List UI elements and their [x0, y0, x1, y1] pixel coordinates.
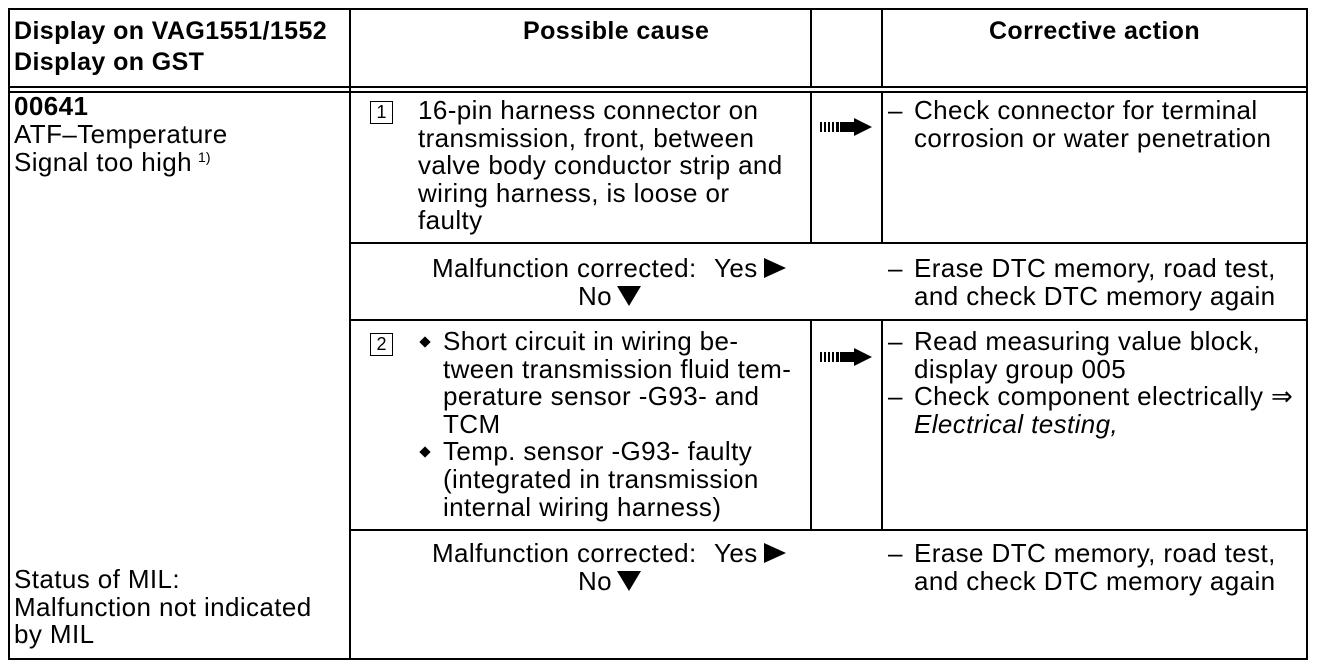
- cause-bullet-item: Temp. sensor -G93- faulty (integrated in…: [419, 436, 791, 522]
- fault-name-line: ATF–Temperature: [14, 119, 228, 149]
- cause-bullet-item: Short circuit in wiring be- tween transm…: [419, 326, 792, 439]
- column-divider-arrow-left-step2: [810, 319, 812, 531]
- diamond-bullet-icon: [419, 446, 431, 459]
- fault-name-text: Signal too high: [14, 147, 193, 177]
- check-label: Malfunction corrected:: [432, 253, 697, 283]
- action-line: Read measuring value block,: [914, 326, 1261, 356]
- striped-arrow-right-icon: [820, 118, 872, 136]
- action-line: Check component electrically ⇒: [914, 381, 1294, 412]
- cause-line: faulty: [418, 205, 483, 236]
- triangle-down-icon: [617, 571, 641, 591]
- cause-line: valve body conductor strip and: [418, 150, 783, 181]
- mil-status-line: by MIL: [14, 619, 95, 649]
- action-line: Check connector for terminal: [914, 95, 1258, 125]
- action-dash: –: [888, 326, 903, 356]
- column-divider-arrow-left-step1: [810, 91, 812, 244]
- row-divider-step1: [349, 242, 1308, 244]
- table-border-left: [8, 8, 10, 660]
- step-1-cause: 16-pin harness connector on transmission…: [418, 95, 783, 236]
- cause-line: Short circuit in wiring be-: [443, 326, 739, 356]
- table-border-top: [8, 8, 1308, 10]
- column-divider-display: [349, 8, 351, 660]
- check-no: No: [578, 281, 613, 311]
- check-label: Malfunction corrected:: [432, 538, 697, 568]
- action-item: – Erase DTC memory, road test, and check…: [888, 539, 1276, 595]
- column-divider-arrow-right-step2: [881, 319, 883, 531]
- mil-status-line: Malfunction not indicated: [14, 591, 312, 622]
- footnote-marker: 1): [198, 149, 211, 165]
- action-dash: –: [888, 253, 903, 283]
- header-display-line: Display on GST: [14, 48, 205, 76]
- action-dash: –: [888, 95, 903, 125]
- mil-status-cell: Status of MIL: Malfunction not indicated…: [14, 564, 312, 649]
- cause-line: Temp. sensor -G93- faulty: [443, 436, 753, 467]
- triangle-right-icon: [764, 258, 786, 278]
- fault-name-line: Signal too high 1): [14, 148, 228, 180]
- column-divider-arrow-right-header: [881, 8, 883, 88]
- action-item: – Read measuring value block, display gr…: [888, 326, 1293, 384]
- cause-line: wiring harness, is loose or: [418, 177, 730, 208]
- cause-line: (integrated in transmission: [443, 463, 759, 494]
- row-divider-step2: [349, 529, 1308, 531]
- cause-line: tween transmission fluid tem-: [443, 353, 792, 384]
- header-corrective-action: Corrective action: [988, 17, 1201, 45]
- cause-line: transmission, front, between: [418, 122, 755, 153]
- action-item: – Check connector for terminal corrosion…: [888, 95, 1272, 153]
- action-item: – Erase DTC memory, road test, and check…: [888, 254, 1276, 310]
- action-line: and check DTC memory again: [914, 566, 1276, 596]
- striped-arrow-right-icon: [820, 348, 872, 366]
- header-possible-cause: Possible cause: [523, 17, 710, 45]
- electrical-testing-reference: Electrical testing,: [914, 408, 1119, 439]
- table-border-right: [1306, 8, 1308, 660]
- action-line: display group 005: [914, 353, 1127, 384]
- diamond-bullet-icon: [419, 336, 431, 348]
- action-dash: –: [888, 381, 903, 412]
- action-line: corrosion or water penetration: [914, 122, 1272, 153]
- action-dash: –: [888, 538, 903, 568]
- header-rule-lower: [8, 91, 1308, 93]
- mil-status-line: Status of MIL:: [14, 564, 181, 594]
- row-divider-check1: [349, 319, 1308, 321]
- step-2-cause: Short circuit in wiring be- tween transm…: [419, 326, 792, 522]
- header-display-cell: Display on VAG1551/1552 Display on GST: [14, 16, 327, 78]
- step-number-box: 2: [370, 333, 393, 356]
- check-1-actions: – Erase DTC memory, road test, and check…: [888, 254, 1276, 310]
- cause-line: internal wiring harness): [443, 491, 722, 522]
- check-no: No: [578, 566, 613, 596]
- action-line: Erase DTC memory, road test,: [914, 253, 1276, 283]
- column-divider-arrow-right-step1: [881, 91, 883, 244]
- check-yes: Yes: [714, 253, 758, 283]
- cause-line: TCM: [443, 408, 501, 439]
- cause-line: perature sensor -G93- and: [443, 381, 760, 412]
- step-1-actions: – Check connector for terminal corrosion…: [888, 95, 1272, 153]
- fault-code: 00641: [14, 91, 89, 121]
- check-yes: Yes: [714, 538, 758, 568]
- column-divider-arrow-left-header: [810, 8, 812, 88]
- check-2-actions: – Erase DTC memory, road test, and check…: [888, 539, 1276, 595]
- step-number-box: 1: [370, 101, 393, 124]
- table-border-bottom: [8, 658, 1308, 660]
- cause-line: 16-pin harness connector on: [418, 95, 759, 125]
- fault-code-cell: 00641 ATF–Temperature Signal too high 1): [14, 92, 228, 180]
- triangle-right-icon: [764, 543, 786, 563]
- step-2-actions: – Read measuring value block, display gr…: [888, 326, 1293, 438]
- action-line: and check DTC memory again: [914, 281, 1276, 311]
- action-line: Erase DTC memory, road test,: [914, 538, 1276, 568]
- header-rule-upper: [8, 86, 1308, 88]
- triangle-down-icon: [617, 286, 641, 306]
- action-item: – Check component electrically ⇒ Electri…: [888, 383, 1293, 438]
- header-display-line: Display on VAG1551/1552: [14, 17, 328, 45]
